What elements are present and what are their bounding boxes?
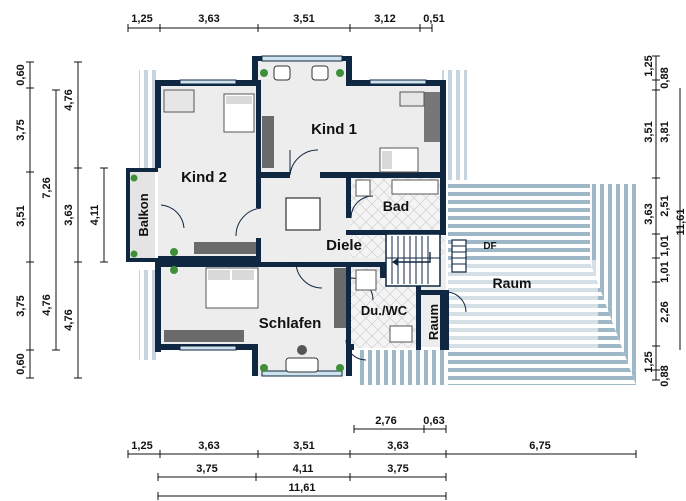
dim-right-9: 0,88 [659, 365, 671, 386]
dim-top-1: 1,25 [131, 13, 152, 25]
dim-bottom-r3-1: 11,61 [289, 482, 316, 494]
dim-left-outer-5: 0,60 [15, 353, 27, 374]
dim-bottom-r1-1: 1,25 [131, 440, 152, 452]
room-label-df: DF [483, 241, 496, 252]
dim-lines-left [26, 61, 108, 379]
staircase [385, 233, 441, 287]
dim-right-1: 1,25 [643, 55, 655, 76]
dim-bottom-r1-4: 3,63 [387, 440, 408, 452]
left-hatch-lower [139, 270, 159, 360]
dim-top-5: 0,51 [423, 13, 444, 25]
room-label-balkon: Balkon [136, 193, 151, 236]
dim-bottom-small-1: 2,76 [375, 415, 396, 427]
dim-right-3: 3,81 [659, 121, 671, 142]
dim-right-6: 1,01 [659, 261, 671, 282]
room-label-diele: Diele [326, 237, 362, 254]
dim-right-8: 1,25 [643, 351, 655, 372]
dim-right-outer-3: 11,61 [675, 209, 686, 236]
dim-left-outer-2: 3,75 [15, 119, 27, 140]
dim-lines-bottom [127, 425, 637, 500]
dim-left-mid-726: 7,26 [41, 177, 53, 198]
balkon-floor [130, 172, 155, 258]
room-label-kind1: Kind 1 [311, 121, 357, 138]
dim-right-4: 2,51 [659, 195, 671, 216]
df-ladder [451, 239, 467, 273]
dim-top-4: 3,12 [374, 13, 395, 25]
bay-top [254, 58, 350, 88]
dim-right-5: 1,01 [659, 235, 671, 256]
dim-left-b-3: 4,76 [63, 309, 75, 330]
dim-left-b-1: 4,76 [63, 89, 75, 110]
room-label-schlafen: Schlafen [259, 315, 322, 332]
dim-left-outer-4: 3,75 [15, 295, 27, 316]
dim-right-outer-1: 3,51 [643, 121, 655, 142]
windows [179, 55, 427, 377]
right-hatch [442, 70, 467, 180]
dim-right-7: 2,26 [659, 301, 671, 322]
dim-bottom-r2-2: 4,11 [293, 463, 314, 475]
dim-lines-top [127, 24, 433, 32]
dim-bottom-r1-5: 6,75 [529, 440, 550, 452]
dim-top-2: 3,63 [198, 13, 219, 25]
furniture [130, 65, 440, 373]
dim-left-outer-3: 3,51 [15, 205, 27, 226]
doors [160, 149, 467, 361]
room-label-duwc: Du./WC [361, 303, 408, 318]
room-label-raum-large: Raum [493, 275, 532, 291]
dim-left-c-1: 4,76 [41, 294, 53, 315]
dim-bottom-r2-1: 3,75 [196, 463, 217, 475]
dim-top-3: 3,51 [293, 13, 314, 25]
dim-left-outer-1: 0,60 [15, 64, 27, 85]
dim-bottom-r2-3: 3,75 [387, 463, 408, 475]
dim-bottom-r1-2: 3,63 [198, 440, 219, 452]
room-label-bad: Bad [383, 198, 409, 214]
left-hatch [139, 70, 159, 170]
dim-left-inner-1: 4,11 [89, 205, 101, 226]
dim-bottom-small-2: 0,63 [423, 415, 444, 427]
room-label-kind2: Kind 2 [181, 169, 227, 186]
dim-lines-right [652, 55, 681, 381]
dim-left-b-2: 3,63 [63, 204, 75, 225]
roof-area [356, 184, 636, 385]
dim-right-2: 0,88 [659, 67, 671, 88]
dim-bottom-r1-3: 3,51 [293, 440, 314, 452]
room-label-raum-small: Raum [426, 304, 441, 340]
dim-right-outer-2: 3,63 [643, 203, 655, 224]
